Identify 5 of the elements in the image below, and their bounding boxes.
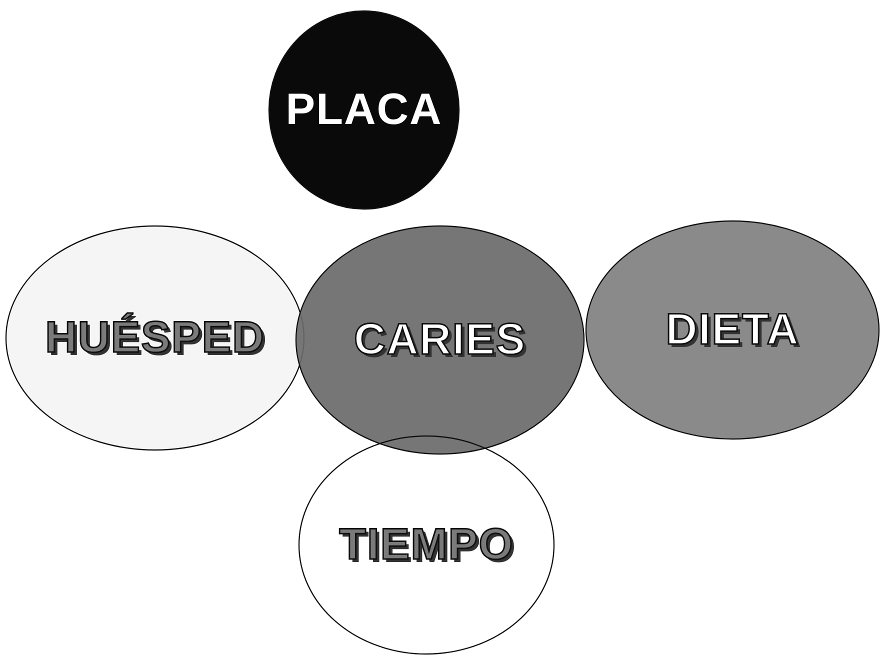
ellipse-label: DIETA — [664, 305, 800, 355]
ellipse-label: PLACA — [284, 85, 444, 135]
ellipse-label: TIEMPO — [338, 520, 515, 570]
ellipse-label: HUÉSPED — [44, 313, 266, 363]
ellipse-label: CARIES — [352, 315, 528, 365]
